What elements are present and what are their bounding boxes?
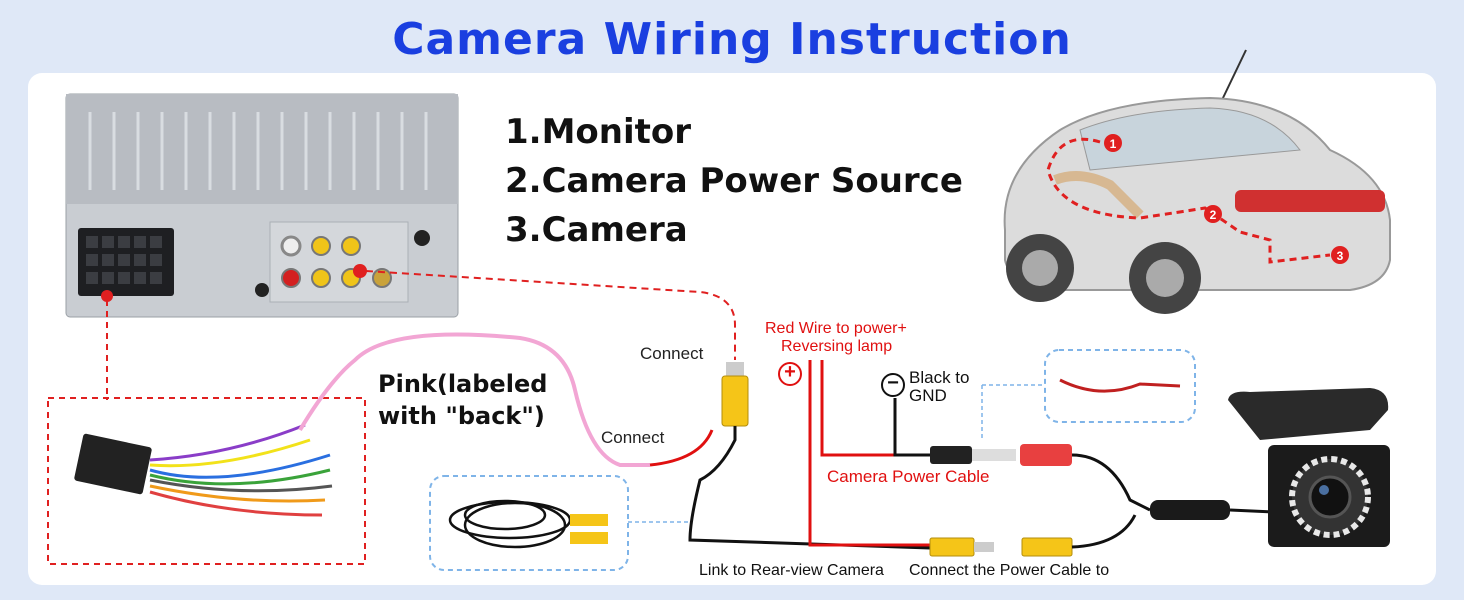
head-unit-image bbox=[65, 93, 459, 318]
red-wire-label: Red Wire to power+ bbox=[765, 320, 907, 337]
step-power-source: 2.Camera Power Source bbox=[505, 161, 963, 201]
car-marker-1-label: 1 bbox=[1110, 137, 1117, 151]
camera-cable-callout bbox=[429, 475, 629, 571]
car-image bbox=[1003, 49, 1391, 314]
connect-power-label: Connect the Power Cable to bbox=[909, 562, 1110, 579]
rca-plug-vertical bbox=[688, 362, 931, 550]
plus-symbol: + bbox=[784, 361, 796, 383]
step-list: 1.Monitor 2.Camera Power Source 3.Camera bbox=[505, 108, 963, 255]
camera-image bbox=[1228, 388, 1390, 547]
black-to-label: Black to bbox=[909, 368, 970, 387]
camera-power-cable-label: Camera Power Cable bbox=[827, 467, 990, 486]
power-cable-callout bbox=[1044, 349, 1196, 423]
gnd-label: GND bbox=[909, 386, 947, 405]
minus-symbol: − bbox=[887, 372, 899, 394]
car-marker-3-label: 3 bbox=[1337, 249, 1344, 263]
harness-connector-marker bbox=[101, 290, 113, 302]
car-marker-2 bbox=[1204, 205, 1222, 223]
step-camera: 3.Camera bbox=[505, 210, 688, 250]
pink-wire bbox=[298, 332, 650, 467]
reversing-lamp-label: Reversing lamp bbox=[781, 338, 893, 355]
minus-sign-icon bbox=[881, 373, 905, 397]
harness-box bbox=[47, 397, 366, 565]
car-marker-1 bbox=[1104, 134, 1122, 152]
plus-sign-icon bbox=[778, 362, 802, 386]
car-marker-2-label: 2 bbox=[1210, 208, 1217, 222]
page-title: Camera Wiring Instruction bbox=[392, 14, 1072, 65]
connect-label-lower: Connect bbox=[601, 428, 665, 447]
connect-label-upper: Connect bbox=[640, 344, 704, 363]
step-monitor: 1.Monitor bbox=[505, 112, 692, 152]
car-marker-3 bbox=[1331, 246, 1349, 264]
harness-image bbox=[74, 423, 333, 517]
pink-wire-label: Pink(labeled with "back") bbox=[378, 370, 548, 430]
rca-input-marker bbox=[353, 264, 367, 278]
link-camera-label: Link to Rear-view Camera bbox=[699, 562, 884, 579]
